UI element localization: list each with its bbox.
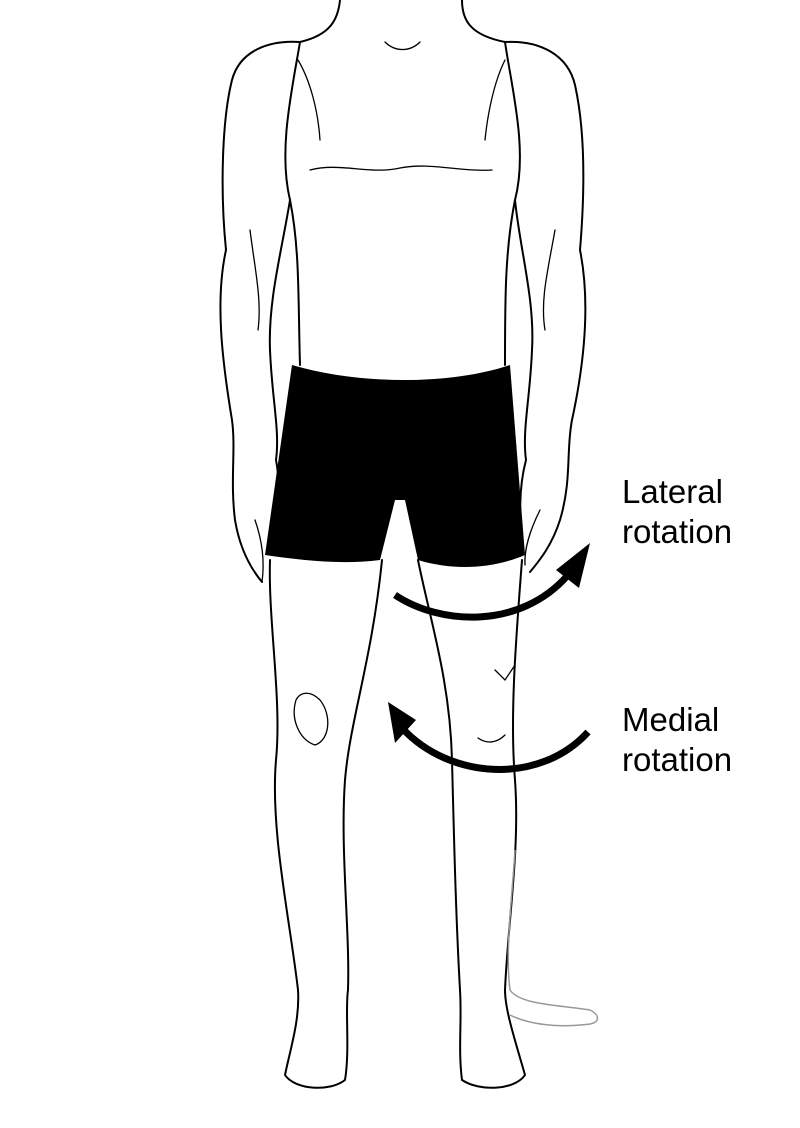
right-arm xyxy=(514,199,587,573)
medial-label-line1: Medial xyxy=(622,701,720,738)
lateral-rotation-arrow xyxy=(393,543,590,621)
torso xyxy=(221,40,585,366)
rotated-foot-ghost xyxy=(507,849,599,1027)
lateral-rotation-label: Lateral rotation xyxy=(622,472,732,552)
left-leg xyxy=(268,559,383,1089)
neck xyxy=(299,0,506,51)
lateral-label-line2: rotation xyxy=(622,513,733,550)
medial-rotation-label: Medial rotation xyxy=(622,700,732,780)
medial-rotation-arrow xyxy=(388,702,591,773)
right-leg xyxy=(417,559,526,1089)
medial-label-line2: rotation xyxy=(622,741,733,778)
shorts xyxy=(265,365,525,567)
lateral-label-line1: Lateral xyxy=(622,473,723,510)
